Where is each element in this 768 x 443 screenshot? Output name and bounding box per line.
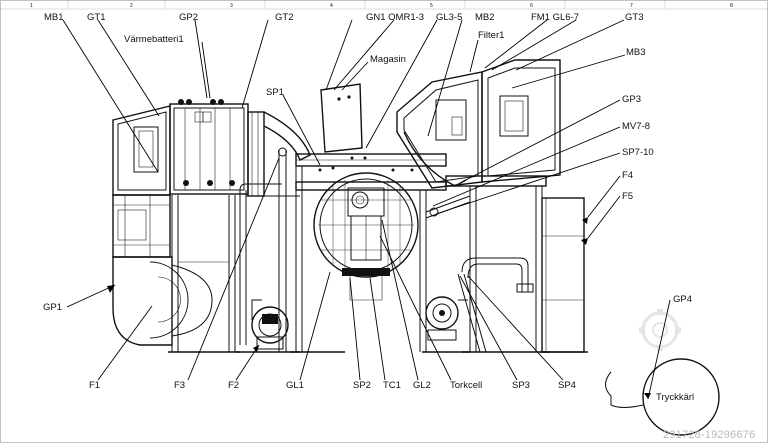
ruler-number-7: 7 xyxy=(630,3,633,9)
label-gp4: GP4 xyxy=(673,294,692,305)
label-gt1: GT1 xyxy=(87,12,105,23)
label-gp1: GP1 xyxy=(43,302,62,313)
pressure-vessel xyxy=(605,358,720,436)
label-f3: F3 xyxy=(174,380,185,391)
label-tryckkarl: Tryckkärl xyxy=(656,392,694,403)
pipe-system-left xyxy=(236,147,300,353)
label-f1: F1 xyxy=(89,380,100,391)
heater-battery xyxy=(169,99,249,195)
leader-arrowheads xyxy=(107,217,651,399)
label-mb3: MB3 xyxy=(626,47,646,58)
label-sp7-10: SP7-10 xyxy=(622,147,654,158)
label-sp2: SP2 xyxy=(353,380,371,391)
label-f4: F4 xyxy=(622,170,633,181)
fan-housing-mb3 xyxy=(481,59,561,183)
label-torkcell: Torkcell xyxy=(450,380,482,391)
top-ruler: 1 2 3 4 5 6 7 8 xyxy=(0,0,768,10)
label-sp4: SP4 xyxy=(558,380,576,391)
left-air-handling-unit xyxy=(112,105,240,353)
label-mb1: MB1 xyxy=(44,12,64,23)
ruler-number-2: 2 xyxy=(130,3,133,9)
ruler-number-1: 1 xyxy=(30,3,33,9)
ruler-number-5: 5 xyxy=(430,3,433,9)
label-sp1: SP1 xyxy=(266,87,284,98)
label-gl2: GL2 xyxy=(413,380,431,391)
magasin-hopper xyxy=(320,83,363,153)
label-magasin: Magasin xyxy=(370,54,406,65)
ruler-number-3: 3 xyxy=(230,3,233,9)
label-gt3: GT3 xyxy=(625,12,643,23)
label-gp3: GP3 xyxy=(622,94,641,105)
label-mv7-8: MV7-8 xyxy=(622,121,650,132)
label-tc1: TC1 xyxy=(383,380,401,391)
ruler-number-6: 6 xyxy=(530,3,533,9)
filter-duct-mb2 xyxy=(396,71,483,189)
watermark-text: 291728-19296676 xyxy=(663,429,755,441)
label-gl1: GL1 xyxy=(286,380,304,391)
ruler-number-4: 4 xyxy=(330,3,333,9)
component-labels: MB1 GT1 GP2 Värmebatteri1 GT2 GN1 OMR1-3… xyxy=(43,12,755,441)
label-gt2: GT2 xyxy=(275,12,293,23)
label-gn1-omr1-3: GN1 OMR1-3 xyxy=(366,12,424,23)
ruler-number-8: 8 xyxy=(730,3,733,9)
label-gl3-5: GL3-5 xyxy=(436,12,462,23)
label-gp2: GP2 xyxy=(179,12,198,23)
right-support-frame xyxy=(445,175,588,353)
label-filter1: Filter1 xyxy=(478,30,504,41)
leader-lines xyxy=(62,19,671,400)
label-f5: F5 xyxy=(622,191,633,202)
top-band-fasteners xyxy=(318,156,414,172)
label-varmebatteri1: Värmebatteri1 xyxy=(124,34,184,45)
label-fm1-gl6-7: FM1 GL6-7 xyxy=(531,12,579,23)
label-f2: F2 xyxy=(228,380,239,391)
label-sp3: SP3 xyxy=(512,380,530,391)
label-mb2: MB2 xyxy=(475,12,495,23)
